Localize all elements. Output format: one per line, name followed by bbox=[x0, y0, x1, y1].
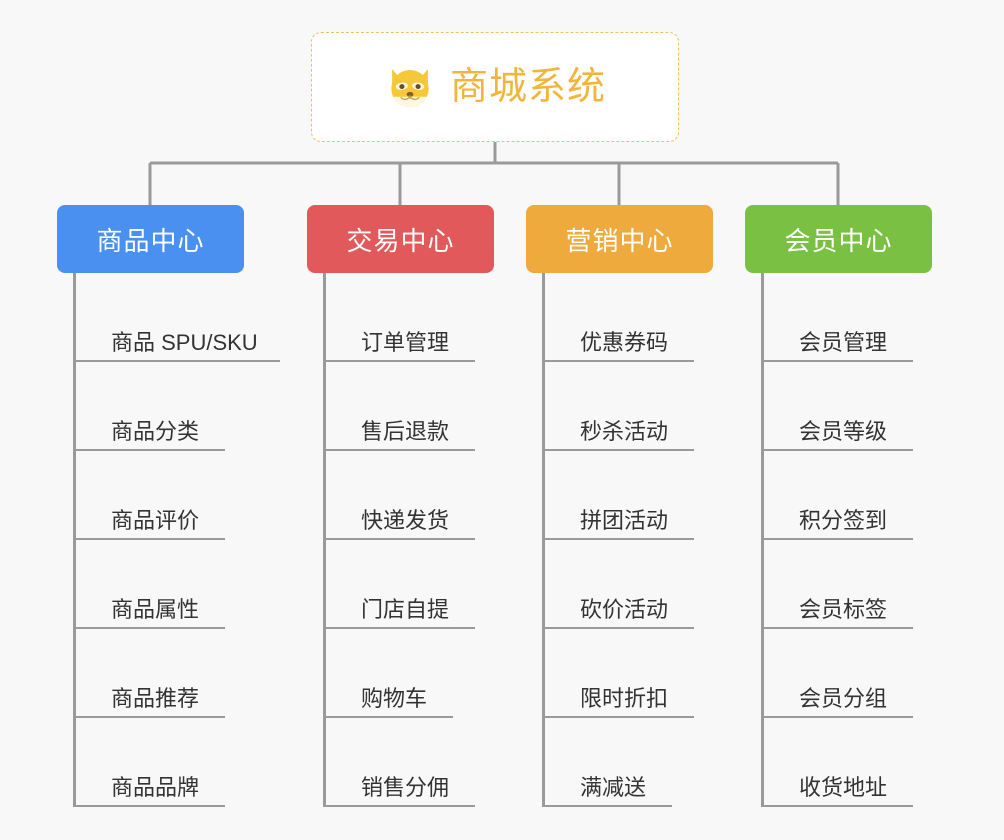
leaf-rule bbox=[542, 716, 694, 718]
leaf-label: 商品品牌 bbox=[111, 774, 200, 800]
leaf-label: 购物车 bbox=[361, 685, 428, 711]
leaf-label: 满减送 bbox=[580, 774, 647, 800]
leaf-label: 商品推荐 bbox=[111, 685, 200, 711]
leaf-label: 积分签到 bbox=[799, 507, 888, 533]
branch-items-trade: 订单管理 售后退款 快递发货 门店自提 购物车 销售分佣 bbox=[323, 273, 494, 807]
branch-header-trade[interactable]: 交易中心 bbox=[307, 205, 494, 273]
leaf-rule bbox=[542, 805, 672, 807]
branch-spine bbox=[542, 273, 545, 807]
list-item[interactable]: 积分签到 bbox=[761, 451, 932, 540]
leaf-rule bbox=[323, 716, 453, 718]
list-item[interactable]: 购物车 bbox=[323, 629, 494, 718]
leaf-label: 秒杀活动 bbox=[580, 418, 669, 444]
leaf-label: 商品 SPU/SKU bbox=[111, 329, 258, 355]
leaf-rule bbox=[542, 627, 694, 629]
leaf-rule bbox=[73, 538, 225, 540]
leaf-label: 商品属性 bbox=[111, 596, 200, 622]
list-item[interactable]: 商品评价 bbox=[73, 451, 258, 540]
list-item[interactable]: 商品分类 bbox=[73, 362, 258, 451]
leaf-label: 砍价活动 bbox=[580, 596, 669, 622]
leaf-label: 优惠券码 bbox=[580, 329, 669, 355]
leaf-rule bbox=[542, 538, 694, 540]
leaf-rule bbox=[323, 449, 475, 451]
list-item[interactable]: 门店自提 bbox=[323, 540, 494, 629]
leaf-rule bbox=[73, 805, 225, 807]
leaf-label: 会员等级 bbox=[799, 418, 888, 444]
leaf-label: 商品分类 bbox=[111, 418, 200, 444]
list-item[interactable]: 收货地址 bbox=[761, 718, 932, 807]
leaf-rule bbox=[761, 449, 913, 451]
leaf-rule bbox=[761, 627, 913, 629]
list-item[interactable]: 快递发货 bbox=[323, 451, 494, 540]
branch-items-product: 商品 SPU/SKU 商品分类 商品评价 商品属性 商品推荐 商品品牌 bbox=[73, 273, 280, 807]
leaf-label: 商品评价 bbox=[111, 507, 200, 533]
branch-header-product[interactable]: 商品中心 bbox=[57, 205, 244, 273]
leaf-rule bbox=[73, 627, 225, 629]
branch-spine bbox=[761, 273, 764, 807]
leaf-rule bbox=[323, 805, 475, 807]
leaf-rule bbox=[542, 360, 694, 362]
list-item[interactable]: 秒杀活动 bbox=[542, 362, 713, 451]
leaf-rule bbox=[761, 360, 913, 362]
leaf-label: 门店自提 bbox=[361, 596, 450, 622]
list-item[interactable]: 砍价活动 bbox=[542, 540, 713, 629]
leaf-label: 快递发货 bbox=[361, 507, 450, 533]
leaf-label: 收货地址 bbox=[799, 774, 888, 800]
leaf-rule bbox=[323, 538, 475, 540]
leaf-rule bbox=[542, 449, 694, 451]
leaf-label: 销售分佣 bbox=[361, 774, 450, 800]
list-item[interactable]: 订单管理 bbox=[323, 273, 494, 362]
list-item[interactable]: 商品属性 bbox=[73, 540, 258, 629]
list-item[interactable]: 会员标签 bbox=[761, 540, 932, 629]
leaf-rule bbox=[761, 538, 913, 540]
leaf-rule bbox=[761, 805, 913, 807]
list-item[interactable]: 会员等级 bbox=[761, 362, 932, 451]
branch-column-product: 商品中心 商品 SPU/SKU 商品分类 商品评价 商品属性 商品推荐 bbox=[57, 205, 280, 807]
root-node[interactable]: 商城系统 bbox=[311, 32, 679, 142]
branch-spine bbox=[73, 273, 76, 807]
leaf-label: 售后退款 bbox=[361, 418, 450, 444]
branch-spine bbox=[323, 273, 326, 807]
branch-items-member: 会员管理 会员等级 积分签到 会员标签 会员分组 收货地址 bbox=[761, 273, 932, 807]
leaf-rule bbox=[323, 360, 475, 362]
leaf-rule bbox=[761, 716, 913, 718]
leaf-rule bbox=[73, 449, 225, 451]
branch-column-trade: 交易中心 订单管理 售后退款 快递发货 门店自提 购物车 bbox=[307, 205, 494, 807]
root-title: 商城系统 bbox=[449, 66, 606, 108]
list-item[interactable]: 拼团活动 bbox=[542, 451, 713, 540]
list-item[interactable]: 商品推荐 bbox=[73, 629, 258, 718]
list-item[interactable]: 会员分组 bbox=[761, 629, 932, 718]
leaf-rule bbox=[73, 360, 280, 362]
leaf-label: 订单管理 bbox=[361, 329, 450, 355]
shiba-dog-icon bbox=[391, 69, 429, 108]
list-item[interactable]: 售后退款 bbox=[323, 362, 494, 451]
list-item[interactable]: 会员管理 bbox=[761, 273, 932, 362]
leaf-label: 会员管理 bbox=[799, 329, 888, 355]
list-item[interactable]: 优惠券码 bbox=[542, 273, 713, 362]
leaf-label: 拼团活动 bbox=[580, 507, 669, 533]
branch-items-marketing: 优惠券码 秒杀活动 拼团活动 砍价活动 限时折扣 满减送 bbox=[542, 273, 713, 807]
leaf-rule bbox=[73, 716, 225, 718]
list-item[interactable]: 限时折扣 bbox=[542, 629, 713, 718]
leaf-label: 会员分组 bbox=[799, 685, 888, 711]
leaf-label: 限时折扣 bbox=[580, 685, 669, 711]
branch-column-member: 会员中心 会员管理 会员等级 积分签到 会员标签 会员分组 bbox=[745, 205, 932, 807]
branch-header-marketing[interactable]: 营销中心 bbox=[526, 205, 713, 273]
branch-column-marketing: 营销中心 优惠券码 秒杀活动 拼团活动 砍价活动 限时折扣 bbox=[526, 205, 713, 807]
list-item[interactable]: 商品品牌 bbox=[73, 718, 258, 807]
list-item[interactable]: 销售分佣 bbox=[323, 718, 494, 807]
leaf-rule bbox=[323, 627, 475, 629]
list-item[interactable]: 满减送 bbox=[542, 718, 713, 807]
leaf-label: 会员标签 bbox=[799, 596, 888, 622]
list-item[interactable]: 商品 SPU/SKU bbox=[73, 273, 280, 362]
branch-header-member[interactable]: 会员中心 bbox=[745, 205, 932, 273]
